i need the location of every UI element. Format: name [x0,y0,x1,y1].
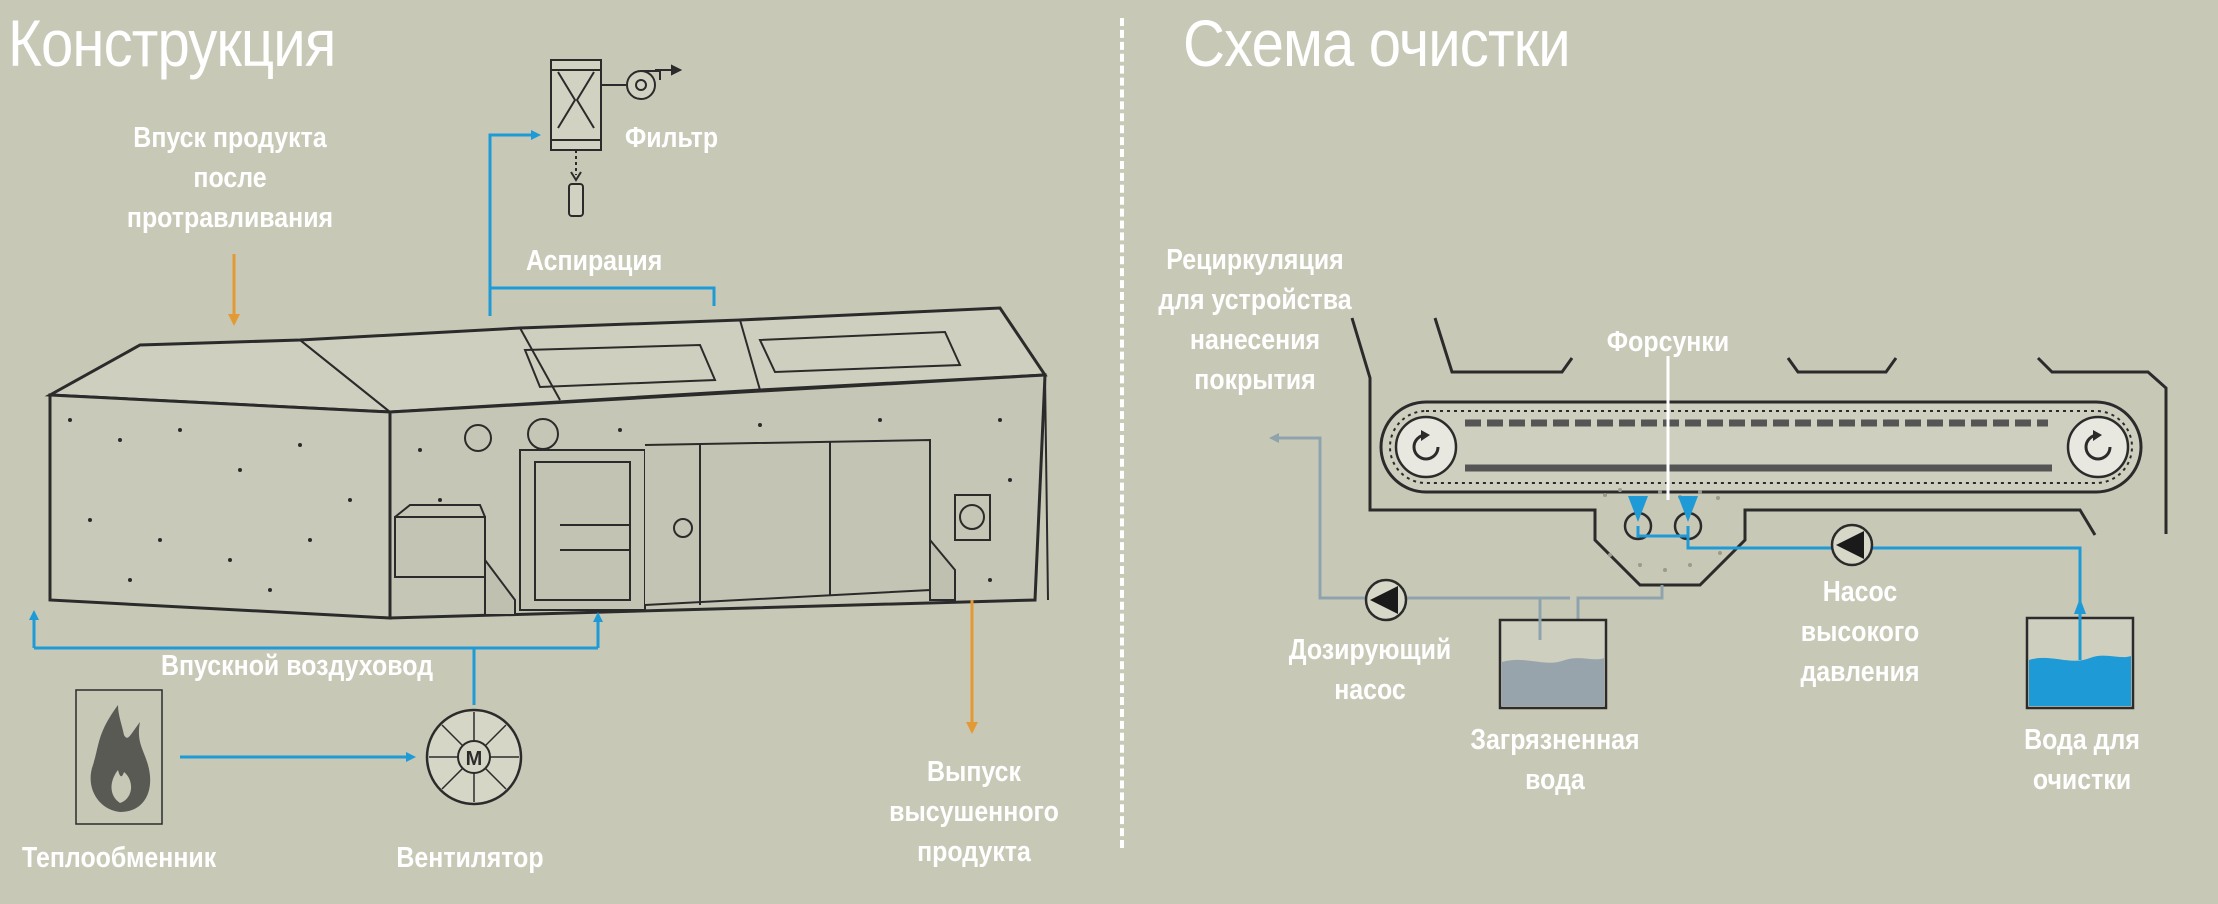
aspiration-label: Аспирация [526,245,663,277]
hp-pump-label: Насос высокого давления [1800,576,1920,688]
inlet-product-label: Впуск продукта после протравливания [126,122,334,234]
air-duct-label: Впускной воздуховод [160,650,434,682]
dosing-pump-icon [1364,578,1408,622]
belt-roller-right-icon [2066,415,2130,479]
recirculation-label: Рециркуляция для устройства нанесения по… [1158,244,1352,396]
cleaning-scheme-title: Схема очистки [1183,6,1571,80]
filter-icon [550,59,683,217]
spray-mist [1603,488,1722,572]
heat-exchanger-icon [75,689,163,825]
cleaning-housing [1350,317,2168,587]
air-flow-lines [29,130,716,762]
dryer-machine [44,306,1049,620]
fan-label: Вентилятор [396,842,544,874]
fan-motor-label: M [466,748,483,770]
product-flow-lines [228,254,978,734]
clean-water-label: Вода для очистки [2024,724,2140,796]
dirty-water-tank [1498,598,1608,710]
nozzle-icon [1623,496,1703,541]
dirty-water-label: Загрязненная вода [1470,724,1640,796]
belt-roller-left-icon [1394,415,1458,479]
panel-divider [1120,18,1124,848]
filter-label: Фильтр [625,122,719,154]
heat-exchanger-label: Теплообменник [22,842,217,874]
nozzles-label: Форсунки [1606,326,1730,358]
dosing-pump-label: Дозирующий насос [1288,634,1452,706]
construction-title: Конструкция [8,6,336,80]
high-pressure-pump-icon [1830,523,1874,567]
clean-water-arrow [2074,598,2086,614]
conveyor-belt [1379,400,2143,494]
fan-icon [425,708,523,806]
outlet-product-label: Выпуск высушенного продукта [889,756,1059,868]
